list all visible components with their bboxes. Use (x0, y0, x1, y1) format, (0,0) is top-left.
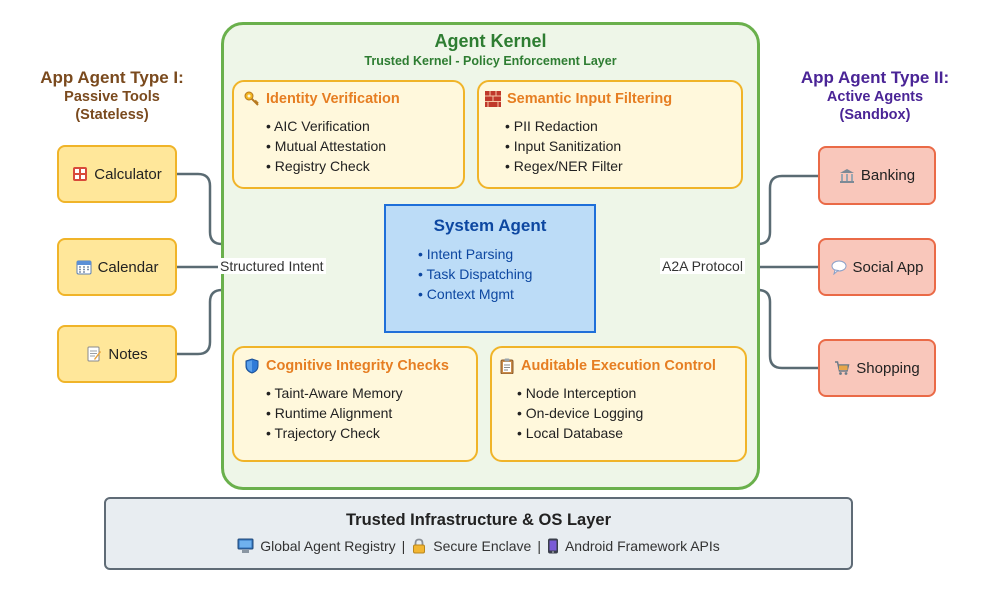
module-item: Local Database (517, 423, 745, 443)
mobile-phone-icon (547, 538, 558, 554)
module-item: Taint-Aware Memory (266, 383, 476, 403)
agent-shopping[interactable]: Shopping (818, 339, 936, 397)
calendar-icon (76, 260, 92, 275)
agent-social-app[interactable]: Social App (818, 238, 936, 296)
infra-separator: | (537, 538, 541, 554)
module-item: Registry Check (266, 156, 463, 176)
infra-item-enclave: Secure Enclave (433, 538, 532, 554)
right-group-title: App Agent Type II: Active Agents (Sandbo… (785, 67, 965, 125)
speech-bubble-icon (831, 260, 847, 275)
infra-item-registry: Global Agent Registry (260, 538, 396, 554)
semantic-input-filtering-title: Semantic Input Filtering (507, 91, 673, 107)
a2a-protocol-label: A2A Protocol (660, 258, 745, 274)
module-item: Mutual Attestation (266, 136, 463, 156)
infrastructure-title: Trusted Infrastructure & OS Layer (346, 511, 611, 529)
structured-intent-label: Structured Intent (218, 258, 326, 274)
tool-calendar[interactable]: Calendar (57, 238, 177, 296)
infra-separator: | (401, 538, 406, 554)
identity-verification-module: Identity Verification AIC Verification M… (232, 80, 465, 189)
left-group-title: App Agent Type I: Passive Tools (Statele… (22, 67, 202, 125)
right-group-heading: App Agent Type II: (800, 68, 950, 87)
left-group-subtitle-2: (Stateless) (75, 107, 149, 124)
infrastructure-layer: Trusted Infrastructure & OS Layer Global… (104, 497, 853, 570)
right-group-subtitle-2: (Sandbox) (839, 107, 911, 124)
clipboard-icon (500, 358, 514, 374)
tool-label: Notes (108, 345, 148, 363)
system-agent-item: Intent Parsing (418, 244, 594, 264)
system-agent-item: Context Mgmt (418, 284, 594, 304)
kernel-title: Agent Kernel (434, 31, 547, 51)
agent-label: Shopping (856, 359, 920, 377)
module-item: AIC Verification (266, 116, 463, 136)
module-item: PII Redaction (505, 116, 741, 136)
left-group-heading: App Agent Type I: (40, 68, 184, 87)
infra-item-android: Android Framework APIs (564, 538, 720, 554)
cognitive-integrity-module: Cognitive Integrity Checks Taint-Aware M… (232, 346, 478, 462)
module-item: Runtime Alignment (266, 403, 476, 423)
abacus-icon (73, 167, 88, 181)
module-item: Trajectory Check (266, 423, 476, 443)
memo-icon (87, 346, 102, 362)
module-item: On-device Logging (517, 403, 745, 423)
system-agent-title: System Agent (433, 216, 547, 235)
semantic-input-filtering-module: Semantic Input Filtering PII Redaction I… (477, 80, 743, 189)
computer-icon (237, 538, 254, 553)
system-agent: System Agent Intent Parsing Task Dispatc… (384, 204, 596, 333)
shield-icon (245, 358, 259, 374)
kernel-subtitle: Trusted Kernel - Policy Enforcement Laye… (364, 54, 617, 68)
lock-icon (413, 538, 426, 554)
tool-label: Calendar (97, 258, 159, 276)
module-item: Node Interception (517, 383, 745, 403)
agent-label: Social App (852, 258, 924, 276)
auditable-execution-module: Auditable Execution Control Node Interce… (490, 346, 747, 462)
agent-label: Banking (860, 167, 916, 184)
tool-notes[interactable]: Notes (57, 325, 177, 383)
bank-icon (839, 168, 854, 183)
tool-label: Calculator (94, 165, 162, 183)
cognitive-integrity-title: Cognitive Integrity Checks (266, 358, 449, 374)
identity-verification-title: Identity Verification (266, 91, 400, 107)
agent-banking[interactable]: Banking (818, 146, 936, 205)
module-item: Input Sanitization (505, 136, 741, 156)
tool-calculator[interactable]: Calculator (57, 145, 177, 203)
system-agent-item: Task Dispatching (418, 264, 594, 284)
key-icon (244, 91, 259, 106)
left-group-subtitle: Passive Tools (64, 89, 160, 106)
module-item: Regex/NER Filter (505, 156, 741, 176)
shopping-cart-icon (835, 361, 850, 375)
right-group-subtitle: Active Agents (826, 89, 924, 106)
brick-wall-icon (485, 91, 501, 107)
auditable-execution-title: Auditable Execution Control (521, 358, 716, 374)
